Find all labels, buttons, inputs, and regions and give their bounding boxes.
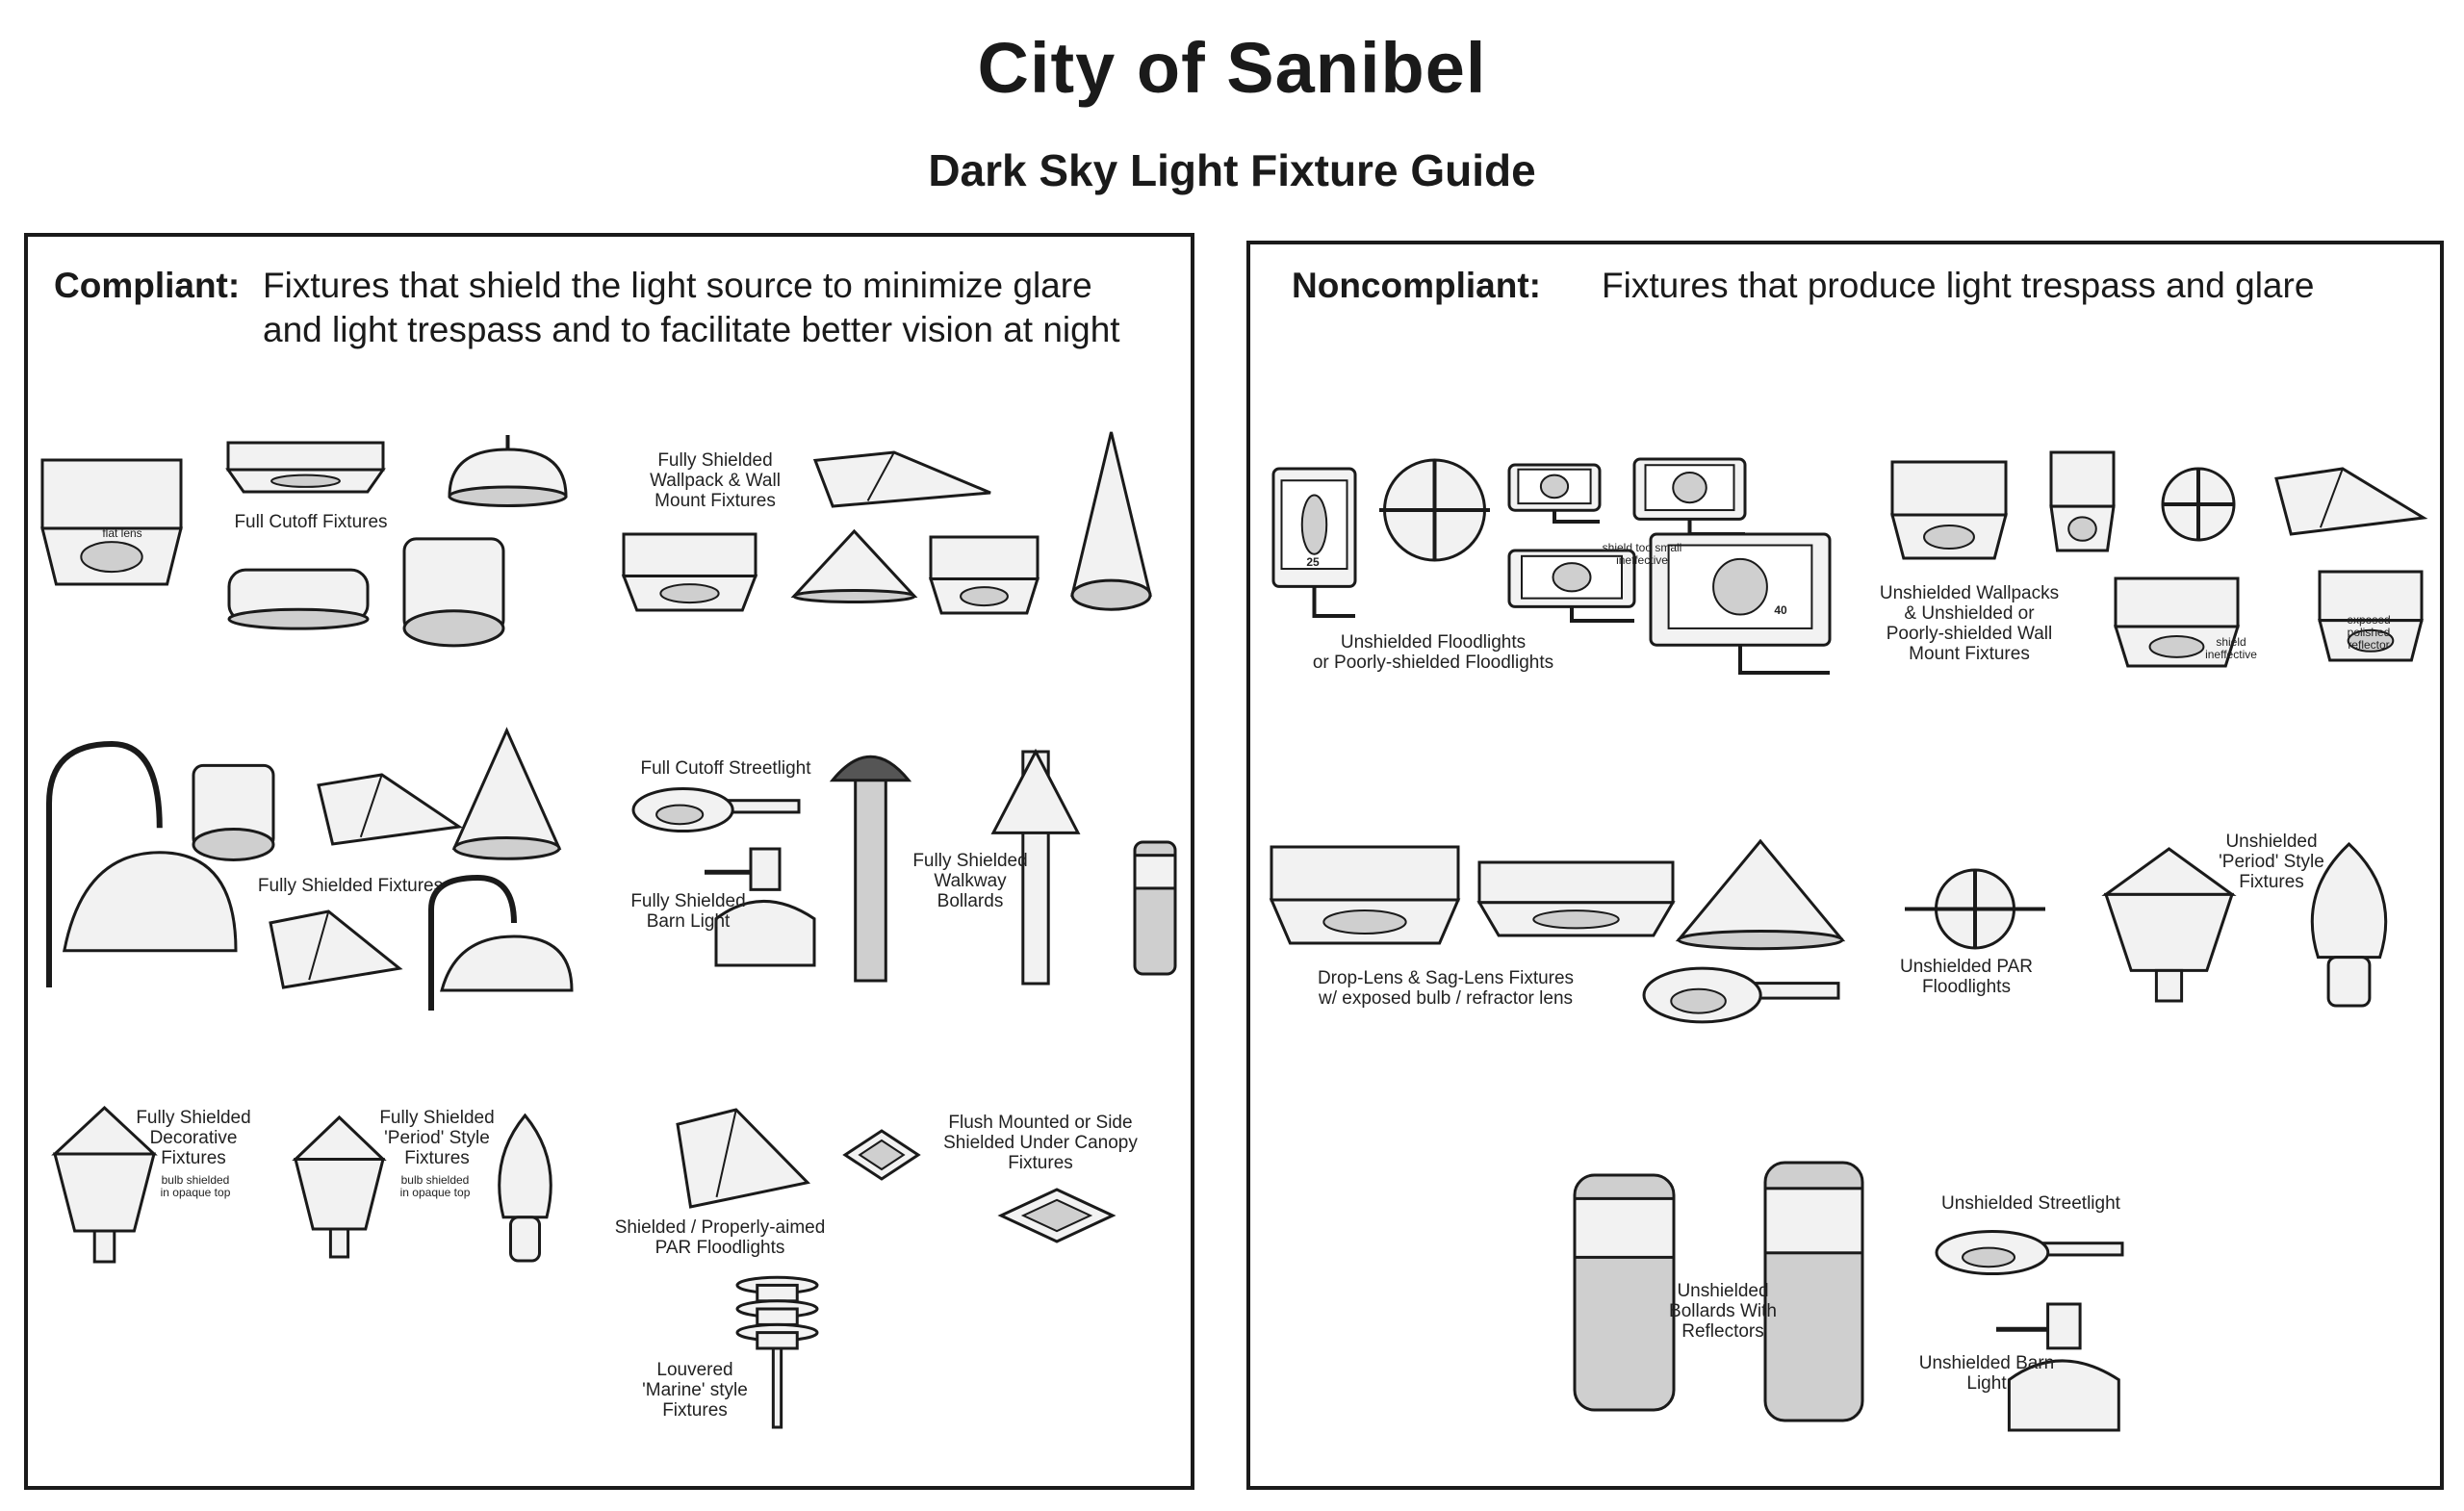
label-par-shielded: Shielded / Properly-aimed PAR Floodlight… bbox=[614, 1217, 826, 1258]
fixture-marine-louvered bbox=[735, 1275, 819, 1429]
noncompliant-heading: Noncompliant: bbox=[1292, 266, 1541, 305]
label-full-cutoff: Full Cutoff Fixtures bbox=[234, 512, 388, 532]
fixture-wall-cone bbox=[1070, 431, 1152, 611]
fixture-wide-wallpack bbox=[2274, 467, 2428, 536]
label-walkway-bollards: Fully Shielded Walkway Bollards bbox=[912, 851, 1028, 911]
fixture-wall-cylinder bbox=[192, 763, 275, 861]
label-exposed-reflector: exposed polished reflector bbox=[2347, 613, 2391, 652]
fixture-tall-wallpack bbox=[2049, 450, 2116, 552]
fixture-angled-wallpack bbox=[812, 450, 991, 508]
fixture-louvered-bollard bbox=[1133, 840, 1177, 976]
label-bulb-note-1: bulb shielded in opaque top bbox=[160, 1173, 231, 1199]
fixture-shoebox bbox=[225, 441, 386, 494]
fixture-unshielded-par bbox=[1905, 868, 2045, 950]
label-period: Fully Shielded 'Period' Style Fixtures bbox=[379, 1108, 495, 1168]
fixture-period-lantern bbox=[292, 1114, 387, 1259]
fixture-round-flood bbox=[1379, 458, 1490, 562]
fixture-dome-pendant bbox=[448, 435, 568, 507]
fixture-shield-wallpack bbox=[2113, 576, 2241, 668]
fixture-shielded-flood bbox=[1507, 549, 1636, 623]
fixture-canopy-flush bbox=[842, 1129, 921, 1181]
fixture-acorn bbox=[498, 1113, 552, 1263]
fixture-square-bollard bbox=[990, 748, 1081, 986]
fixture-sag-lens bbox=[1476, 860, 1676, 937]
compliant-panel bbox=[24, 233, 1194, 1490]
fixture-wedge-box bbox=[317, 773, 464, 846]
noncompliant-description: Fixtures that produce light trespass and… bbox=[1602, 266, 2315, 305]
noncompliant-panel bbox=[1246, 241, 2444, 1490]
compliant-heading: Compliant: bbox=[54, 266, 241, 305]
fixture-bollard-glare bbox=[1573, 1173, 1676, 1412]
fixture-wall-box bbox=[621, 532, 758, 612]
fixture-gooseneck-large bbox=[46, 740, 238, 987]
fixture-reflector-box bbox=[2318, 570, 2424, 662]
label-wallpack: Fully Shielded Wallpack & Wall Mount Fix… bbox=[650, 450, 781, 511]
fixture-decorative-lantern bbox=[51, 1105, 158, 1264]
fixture-acorn-glare bbox=[2310, 841, 2388, 1008]
label-25: 25 bbox=[1306, 555, 1320, 569]
fixture-bulkhead bbox=[2161, 467, 2236, 542]
fixture-pyramid-wall bbox=[790, 528, 918, 603]
label-unshielded-streetlight: Unshielded Streetlight bbox=[1941, 1193, 2120, 1214]
fixture-flood-25 bbox=[1271, 467, 1357, 618]
label-flat-lens: flat lens bbox=[102, 526, 142, 540]
fixture-period-glare bbox=[2101, 847, 2237, 1003]
compliant-description: Fixtures that shield the light source to… bbox=[263, 266, 1120, 349]
label-shield-ineffective: shield ineffective bbox=[2205, 635, 2257, 661]
fixture-wallpack bbox=[1890, 460, 2008, 560]
fixture-gooseneck-small bbox=[428, 874, 574, 1011]
label-canopy: Flush Mounted or Side Shielded Under Can… bbox=[943, 1113, 1138, 1173]
fixture-cylinder-downlight bbox=[227, 568, 370, 630]
label-drop-lens: Drop-Lens & Sag-Lens Fixtures w/ exposed… bbox=[1317, 968, 1575, 1009]
fixture-flat-lens-box bbox=[40, 458, 183, 586]
fixture-unshielded-streetlight bbox=[1935, 1229, 2124, 1276]
label-unshielded-period: Unshielded 'Period' Style Fixtures bbox=[2219, 832, 2324, 892]
fixture-cobra-head bbox=[1642, 966, 1840, 1024]
page-subtitle: Dark Sky Light Fixture Guide bbox=[928, 145, 1536, 195]
label-louvered: Louvered 'Marine' style Fixtures bbox=[642, 1360, 748, 1421]
fixture-drop-lens bbox=[1269, 845, 1461, 945]
label-wallpacks: Unshielded Wallpacks & Unshielded or Poo… bbox=[1879, 583, 2060, 664]
fixture-cone-pendant bbox=[1675, 838, 1846, 951]
label-unshielded-par: Unshielded PAR Floodlights bbox=[1899, 957, 2034, 997]
fixture-post-top bbox=[402, 537, 505, 648]
fixture-wedge-bowl bbox=[269, 909, 403, 989]
label-barn-light: Fully Shielded Barn Light bbox=[630, 891, 746, 932]
fixture-canopy-side bbox=[997, 1188, 1116, 1243]
label-40: 40 bbox=[1774, 603, 1787, 617]
fixture-mushroom-bollard bbox=[829, 755, 912, 983]
label-unshielded-barn: Unshielded Barn Light bbox=[1918, 1353, 2055, 1394]
label-unshielded-bollards: Unshielded Bollards With Reflectors bbox=[1669, 1281, 1777, 1342]
fixture-flood-40 bbox=[1649, 532, 1832, 675]
label-floodlights: Unshielded Floodlights or Poorly-shielde… bbox=[1312, 632, 1554, 673]
fixture-bollard-reflector bbox=[1763, 1161, 1864, 1422]
page-title: City of Sanibel bbox=[977, 28, 1487, 108]
label-shield-too-small: shield too small ineffective bbox=[1602, 541, 1682, 567]
fixture-cutoff-streetlight bbox=[631, 786, 801, 833]
fixture-unshielded-barn bbox=[1996, 1302, 2120, 1432]
label-decorative: Fully Shielded Decorative Fixtures bbox=[136, 1108, 251, 1168]
fixture-small-flood bbox=[1507, 463, 1602, 524]
fixture-wall-box-2 bbox=[928, 535, 1040, 615]
fixture-wall-cone-2 bbox=[451, 727, 562, 860]
fixture-par-shielded bbox=[676, 1108, 810, 1209]
label-bulb-note-2: bulb shielded in opaque top bbox=[399, 1173, 471, 1199]
fixture-square-flood bbox=[1632, 457, 1747, 536]
fixture-barn-light bbox=[705, 847, 816, 967]
label-fully-shielded: Fully Shielded Fixtures bbox=[257, 876, 444, 896]
label-full-cutoff-streetlight: Full Cutoff Streetlight bbox=[640, 758, 811, 779]
